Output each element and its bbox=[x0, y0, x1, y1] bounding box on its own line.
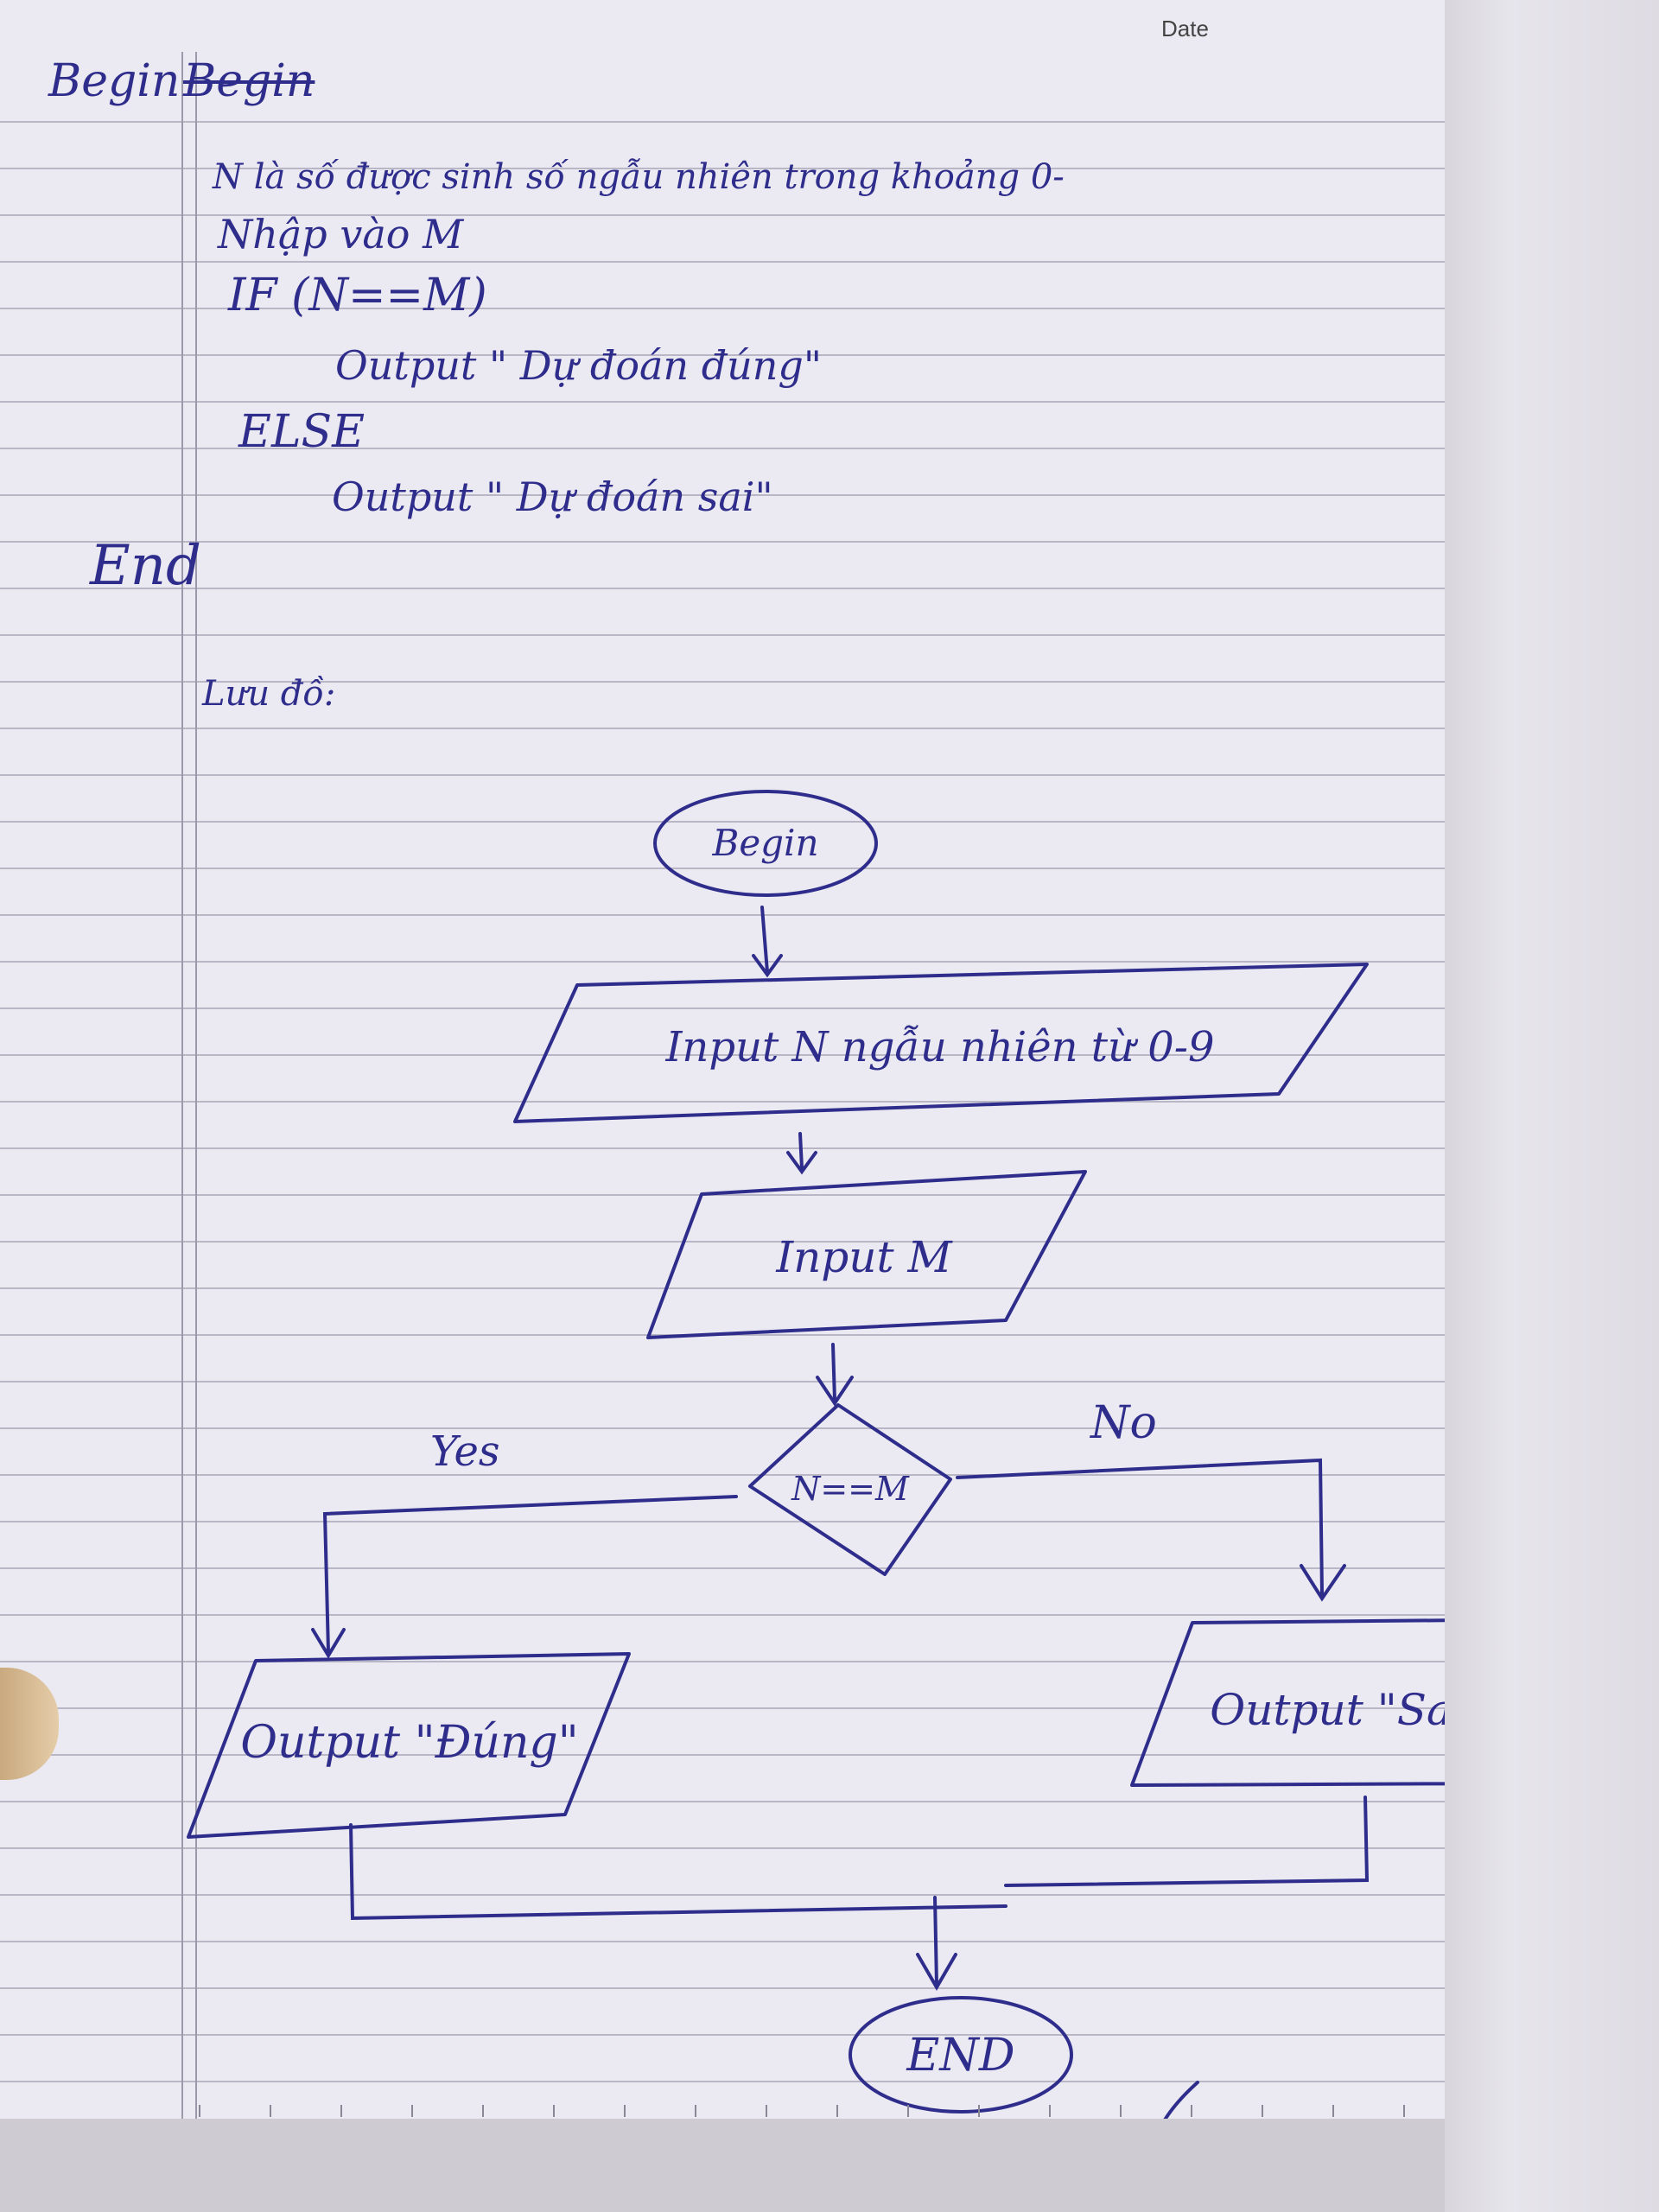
ruled-lines bbox=[0, 76, 1445, 2098]
margin-line-right bbox=[195, 52, 197, 2119]
arrow-outputs-to-end bbox=[349, 1796, 1370, 1991]
date-label: Date bbox=[1161, 16, 1209, 41]
flowchart-output-yes bbox=[187, 1652, 631, 1839]
flowchart-input-m-text: Input M bbox=[775, 1232, 953, 1282]
pseudocode-begin: Begin bbox=[48, 55, 181, 107]
flowchart-heading: Lưu đồ: bbox=[202, 674, 336, 714]
arrow-decision-no bbox=[956, 1458, 1346, 1602]
flowchart-output-yes-text: Output "Đúng" bbox=[240, 1717, 578, 1769]
pseudocode-line-1: N là số được sinh số ngẫu nhiên trong kh… bbox=[213, 157, 1065, 197]
pseudocode-end: End bbox=[90, 534, 201, 598]
flowchart-decision bbox=[748, 1403, 952, 1576]
arrow-input-n-to-input-m bbox=[786, 1132, 817, 1175]
pseudocode-line-4: Output " Dự đoán đúng" bbox=[335, 342, 823, 389]
flowchart: Begin Input N ngẫu nhiên từ 0-9 Input M … bbox=[187, 790, 1445, 2119]
flowchart-begin-text: Begin bbox=[711, 822, 818, 864]
margin-line-left bbox=[181, 52, 183, 2119]
next-page-edge bbox=[1445, 0, 1659, 2212]
flowchart-begin-terminal bbox=[653, 790, 878, 897]
pseudocode-begin-crossed: Begin bbox=[183, 55, 315, 107]
arrow-input-m-to-decision bbox=[816, 1343, 854, 1407]
pseudocode-line-5: ELSE bbox=[238, 406, 365, 458]
flowchart-yes-label: Yes bbox=[430, 1427, 500, 1476]
stray-pen-mark bbox=[1163, 2081, 1199, 2119]
flowchart-input-m bbox=[646, 1170, 1087, 1339]
flowchart-decision-text: N==M bbox=[791, 1470, 910, 1508]
arrow-decision-yes bbox=[311, 1495, 738, 1659]
flowchart-output-no-text: Output "Sai" bbox=[1210, 1685, 1445, 1735]
flowchart-input-n bbox=[513, 963, 1369, 1123]
pseudocode-line-3: IF (N==M) bbox=[228, 270, 487, 321]
ruler-ticks bbox=[199, 2105, 1443, 2117]
arrow-begin-to-input-n bbox=[752, 906, 783, 978]
flowchart-input-n-text: Input N ngẫu nhiên từ 0-9 bbox=[664, 1023, 1214, 1071]
notebook-page: Date Begin Begin N là số được sinh số ng… bbox=[0, 0, 1447, 2119]
flowchart-end-text: END bbox=[906, 2030, 1014, 2082]
pseudocode-line-2: Nhập vào M bbox=[218, 211, 464, 257]
flowchart-output-no bbox=[1130, 1618, 1445, 1787]
flowchart-no-label: No bbox=[1089, 1397, 1157, 1449]
pseudocode-line-6: Output " Dự đoán sai" bbox=[332, 474, 773, 520]
